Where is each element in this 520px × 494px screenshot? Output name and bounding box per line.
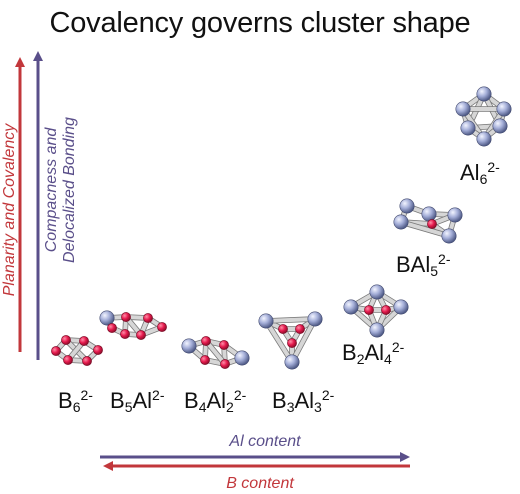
aluminum-atom [399,198,415,214]
boron-atom [295,324,305,334]
formula-b4al2: B4Al22- [184,387,247,415]
b-content-label: B content [226,475,294,492]
formula-b5al: B5Al2- [110,387,165,415]
aluminum-atom [181,338,197,354]
aluminum-atom [447,207,463,223]
aluminum-atom [284,354,300,370]
boron-atom [219,340,229,350]
boron-atom [201,336,211,346]
boron-atom [82,356,92,366]
boron-atom [136,330,146,340]
aluminum-atom [258,313,274,329]
boron-atom [143,313,153,323]
delocalized-bonding-label-line2: Delocalized Bonding [61,117,78,263]
aluminum-atom [369,322,385,338]
boron-atom [364,305,374,315]
aluminum-atom [369,284,385,300]
aluminum-atom [455,101,471,117]
formula-b3al3: B3Al32- [272,387,335,415]
boron-atom [93,345,103,355]
boron-atom [79,336,89,346]
aluminum-atom [441,228,457,244]
boron-atom [121,312,131,322]
aluminum-atom [476,131,492,147]
planarity-covalency-label: Planarity and Covalency [1,123,18,297]
aluminum-atom [460,120,476,136]
aluminum-atom [393,299,409,315]
boron-atom [220,359,230,369]
boron-atom [120,329,130,339]
boron-atom [381,305,391,315]
boron-atom [287,338,297,348]
aluminum-atom [492,118,508,134]
figure-title: Covalency governs cluster shape [50,7,471,39]
aluminum-atom [421,206,437,222]
aluminum-atom [234,350,250,366]
al-content-label: Al content [228,433,301,450]
boron-atom [107,323,117,333]
boron-atom [200,355,210,365]
aluminum-atom [343,299,359,315]
boron-atom [427,219,437,229]
formula-b6: B62- [58,387,93,415]
formula-b2al4: B2Al42- [342,339,405,367]
aluminum-atom [393,214,409,230]
boron-atom [51,346,61,356]
aluminum-atom [307,311,323,327]
boron-atom [278,324,288,334]
formula-bal5: BAl52- [396,251,451,279]
boron-atom [61,335,71,345]
compactness-label-line1: Compacness and [43,127,60,253]
aluminum-atom [496,101,512,117]
aluminum-atom [476,86,492,102]
boron-atom [63,355,73,365]
formula-al6: Al62- [460,159,500,187]
cluster-structures [51,86,512,370]
aluminum-atom [99,310,115,326]
boron-atom [157,322,167,332]
